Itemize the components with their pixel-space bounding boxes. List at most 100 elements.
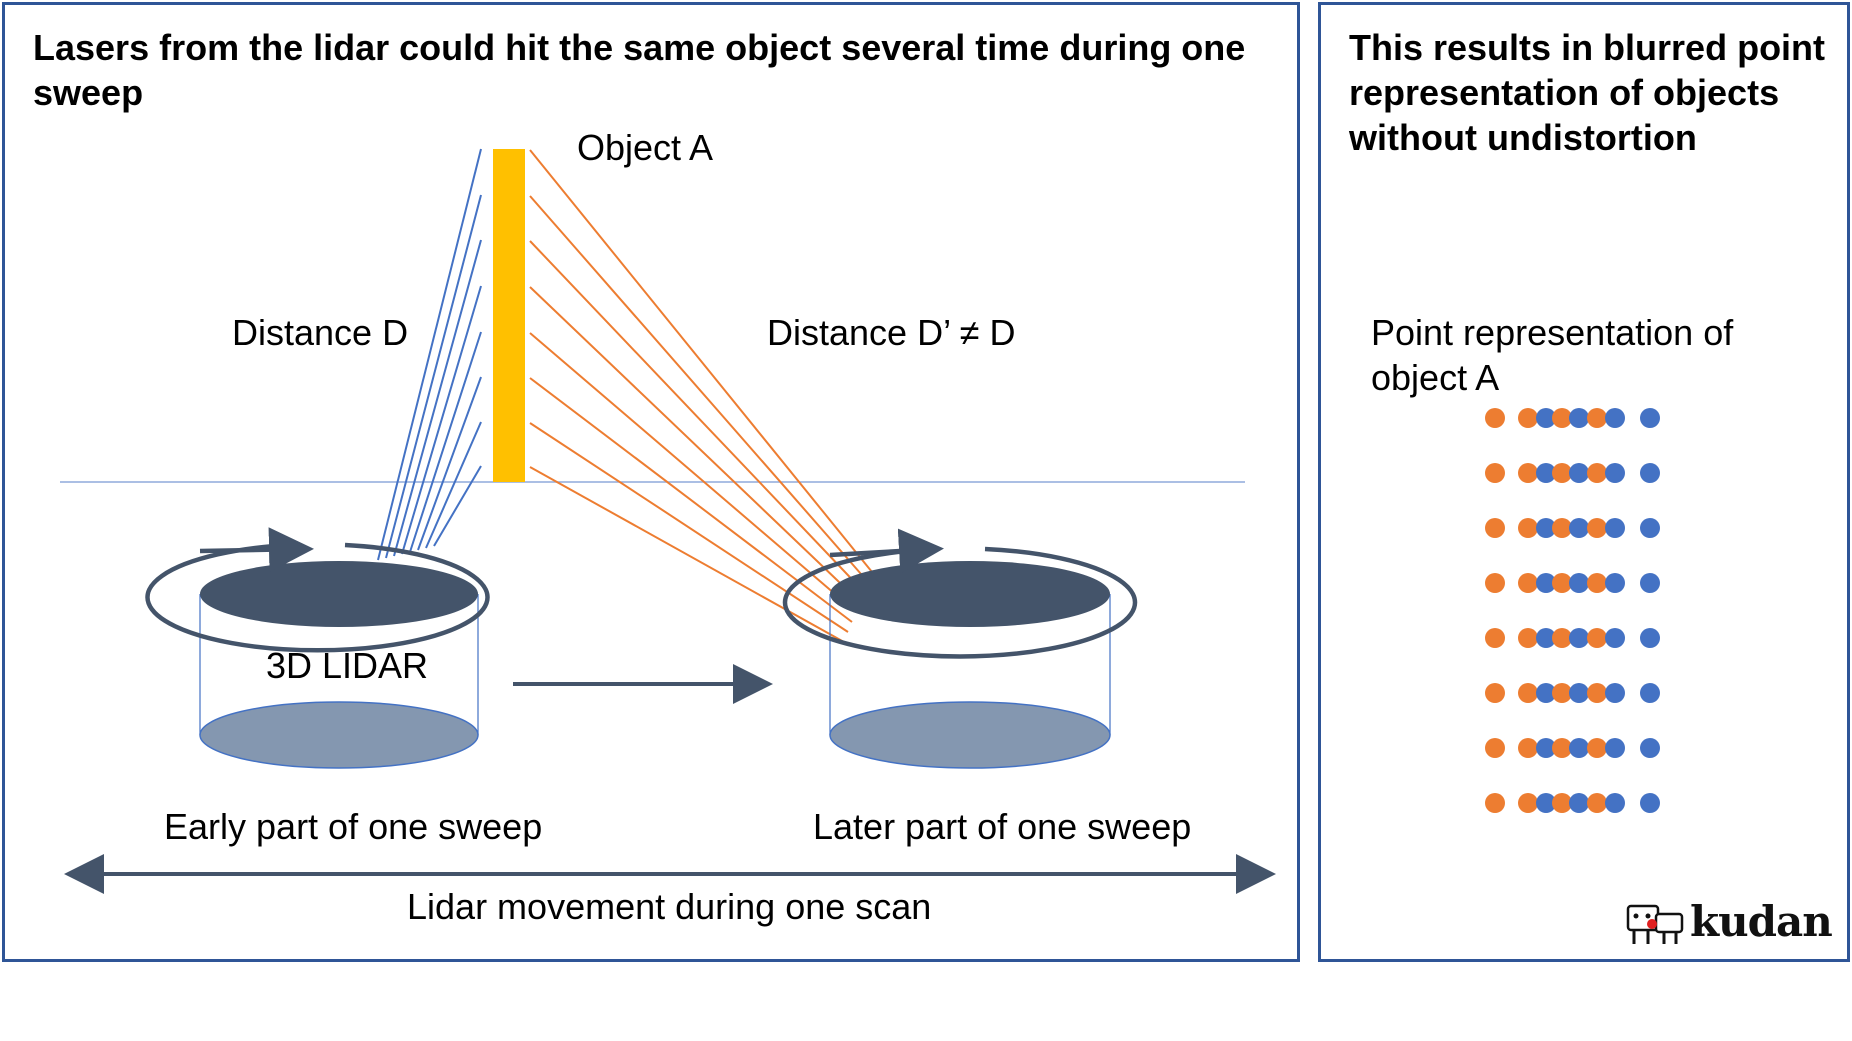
point-dot-early — [1552, 463, 1572, 483]
point-dot-early — [1587, 628, 1607, 648]
later-laser-beams — [529, 149, 873, 643]
laser-beam-later — [529, 240, 865, 593]
point-dot-later — [1569, 573, 1589, 593]
point-dot-later — [1640, 573, 1660, 593]
point-dot-later — [1640, 628, 1660, 648]
point-dot-early — [1587, 793, 1607, 813]
point-dot-later — [1640, 408, 1660, 428]
point-representation-caption: Point representation of object A — [1371, 312, 1734, 398]
laser-beam-later — [529, 149, 873, 573]
rotation-ring-later — [782, 546, 1138, 659]
point-dot-later — [1605, 463, 1625, 483]
point-dot-early — [1518, 408, 1538, 428]
lidar-later-base — [829, 701, 1111, 769]
point-dot-later — [1640, 518, 1660, 538]
lidar-early-top — [200, 561, 478, 627]
point-dot-later — [1605, 628, 1625, 648]
point-dot-early — [1518, 573, 1538, 593]
point-dot-early — [1485, 573, 1505, 593]
point-dot-later — [1605, 408, 1625, 428]
point-dot-later — [1640, 793, 1660, 813]
lidar-later-top — [830, 561, 1110, 627]
laser-beam-early — [393, 239, 482, 557]
object-a-bar — [493, 149, 525, 482]
point-dot-early — [1552, 683, 1572, 703]
point-dot-early — [1552, 793, 1572, 813]
rotation-arrow-early-icon — [199, 527, 314, 573]
rotation-arrow-later-icon — [829, 528, 944, 574]
point-representation-dots — [1485, 408, 1660, 813]
point-dot-later — [1536, 518, 1556, 538]
point-dot-early — [1587, 518, 1607, 538]
point-dot-early — [1485, 518, 1505, 538]
lidar-early-base — [199, 701, 479, 769]
point-dot-early — [1518, 518, 1538, 538]
laser-beam-later — [529, 466, 845, 643]
point-dot-later — [1536, 738, 1556, 758]
point-dot-later — [1605, 683, 1625, 703]
laser-beam-early — [385, 194, 482, 559]
point-dot-later — [1640, 683, 1660, 703]
point-dot-early — [1587, 408, 1607, 428]
point-dot-early — [1485, 628, 1505, 648]
point-dot-later — [1569, 793, 1589, 813]
laser-beam-early — [377, 148, 482, 561]
point-dot-early — [1552, 408, 1572, 428]
point-dot-early — [1552, 518, 1572, 538]
point-dot-later — [1640, 738, 1660, 758]
kudan-mascot-icon — [1626, 904, 1684, 944]
laser-beam-early — [425, 421, 482, 549]
point-dot-later — [1605, 518, 1625, 538]
laser-beam-later — [529, 195, 869, 583]
kudan-logo: kudan — [1622, 897, 1833, 948]
point-dot-early — [1518, 738, 1538, 758]
kudan-logo-text: kudan — [1690, 897, 1833, 946]
laser-beam-early — [417, 376, 482, 551]
point-dot-later — [1569, 683, 1589, 703]
point-dot-early — [1518, 463, 1538, 483]
point-dot-early — [1552, 573, 1572, 593]
lidar-later — [782, 528, 1138, 769]
laser-beam-early — [401, 285, 482, 555]
point-dot-later — [1536, 628, 1556, 648]
point-dot-later — [1569, 628, 1589, 648]
laser-beam-later — [529, 332, 857, 613]
object-a-label: Object A — [577, 127, 714, 168]
early-sweep-caption: Early part of one sweep — [164, 806, 543, 847]
point-dot-early — [1485, 683, 1505, 703]
rotation-ring-early — [145, 542, 490, 653]
point-dot-later — [1605, 793, 1625, 813]
point-dot-early — [1485, 463, 1505, 483]
point-dot-later — [1536, 463, 1556, 483]
laser-beam-later — [529, 422, 849, 633]
point-dot-early — [1587, 573, 1607, 593]
point-dot-early — [1485, 793, 1505, 813]
early-laser-beams — [377, 148, 482, 561]
point-dot-later — [1569, 738, 1589, 758]
point-dot-later — [1536, 408, 1556, 428]
laser-beam-early — [433, 465, 482, 547]
point-dot-early — [1518, 628, 1538, 648]
laser-beam-early — [409, 331, 482, 553]
lidar-early — [145, 527, 490, 769]
point-dot-later — [1569, 408, 1589, 428]
left-panel-heading: Lasers from the lidar could hit the same… — [33, 27, 1246, 113]
point-dot-later — [1536, 683, 1556, 703]
point-dot-later — [1536, 793, 1556, 813]
point-dot-early — [1518, 683, 1538, 703]
point-dot-early — [1518, 793, 1538, 813]
right-panel-heading: This results in blurred point representa… — [1349, 27, 1826, 158]
point-dot-later — [1605, 738, 1625, 758]
lidar-label: 3D LIDAR — [266, 645, 429, 686]
distance-d-label: Distance D — [232, 312, 409, 353]
distance-d-prime-label: Distance D’ ≠ D — [767, 312, 1016, 353]
point-dot-early — [1587, 463, 1607, 483]
point-dot-later — [1640, 463, 1660, 483]
point-dot-later — [1605, 573, 1625, 593]
point-dot-early — [1587, 683, 1607, 703]
point-dot-later — [1536, 573, 1556, 593]
point-dot-later — [1569, 463, 1589, 483]
point-dot-later — [1569, 518, 1589, 538]
later-sweep-caption: Later part of one sweep — [813, 806, 1192, 847]
